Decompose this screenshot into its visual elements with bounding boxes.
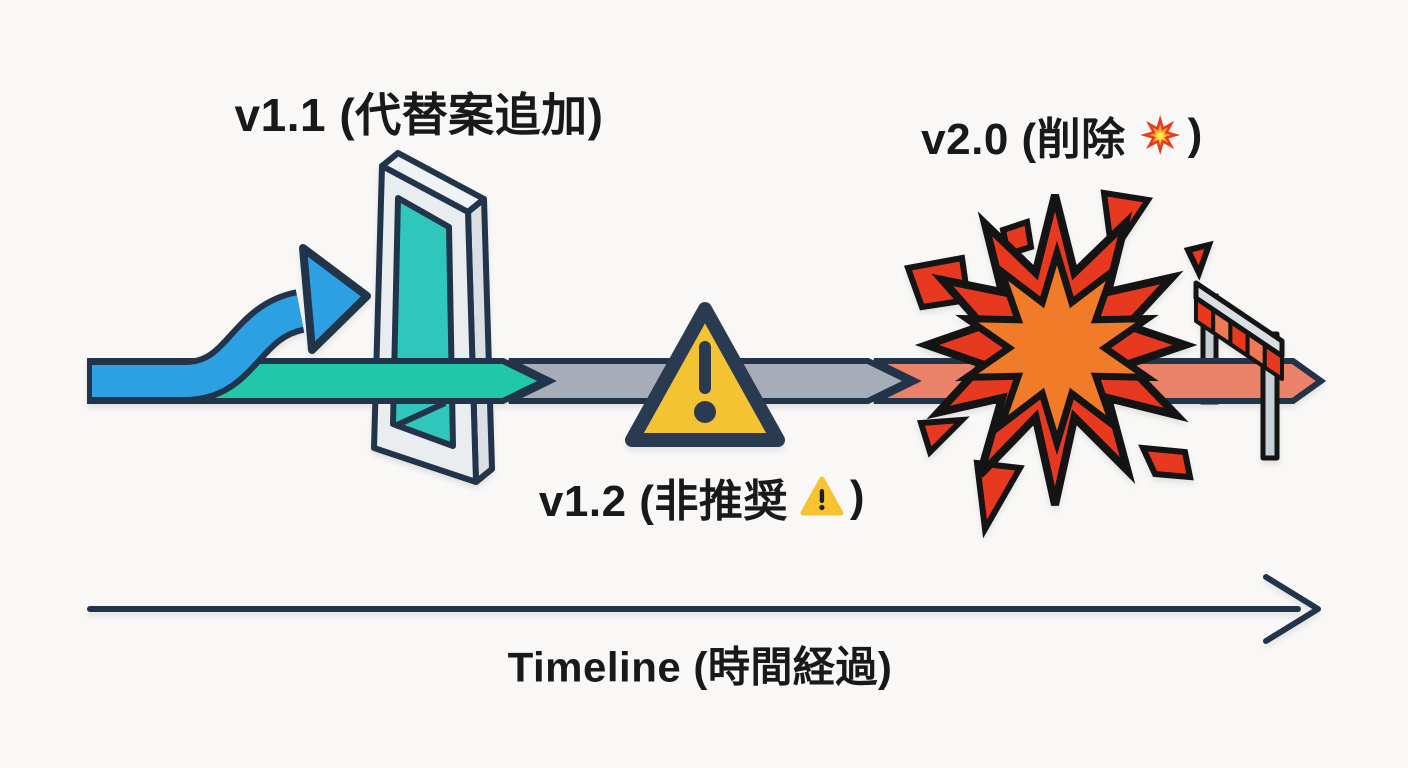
label-v1-2-text-after: ) — [849, 472, 866, 521]
label-v2-0-text-after: ) — [1187, 110, 1203, 159]
label-v2-0-text-before: v2.0 (削除 — [921, 115, 1126, 164]
collision-emoji-icon — [1139, 115, 1180, 155]
label-timeline: Timeline (時間経過) — [508, 634, 893, 695]
door-frame-icon — [371, 150, 495, 485]
hurdle-barrier-icon — [1193, 280, 1285, 461]
warning-triangle-icon — [625, 302, 785, 447]
explosion-burst-icon — [903, 189, 1214, 539]
label-v1-2: v1.2 (非推奨 ) — [539, 465, 865, 529]
blue-bypass-arrow-icon — [92, 244, 371, 403]
label-v1-2-text-before: v1.2 (非推奨 — [538, 477, 788, 526]
label-v1-1: v1.1 (代替案追加) — [235, 79, 604, 145]
label-timeline-text: Timeline (時間経過) — [507, 643, 893, 691]
timeline-axis-arrow — [87, 574, 1321, 644]
warning-emoji-icon — [800, 476, 844, 516]
label-v1-1-text: v1.1 (代替案追加) — [234, 89, 604, 141]
label-v2-0: v2.0 (削除 ) — [921, 103, 1203, 167]
